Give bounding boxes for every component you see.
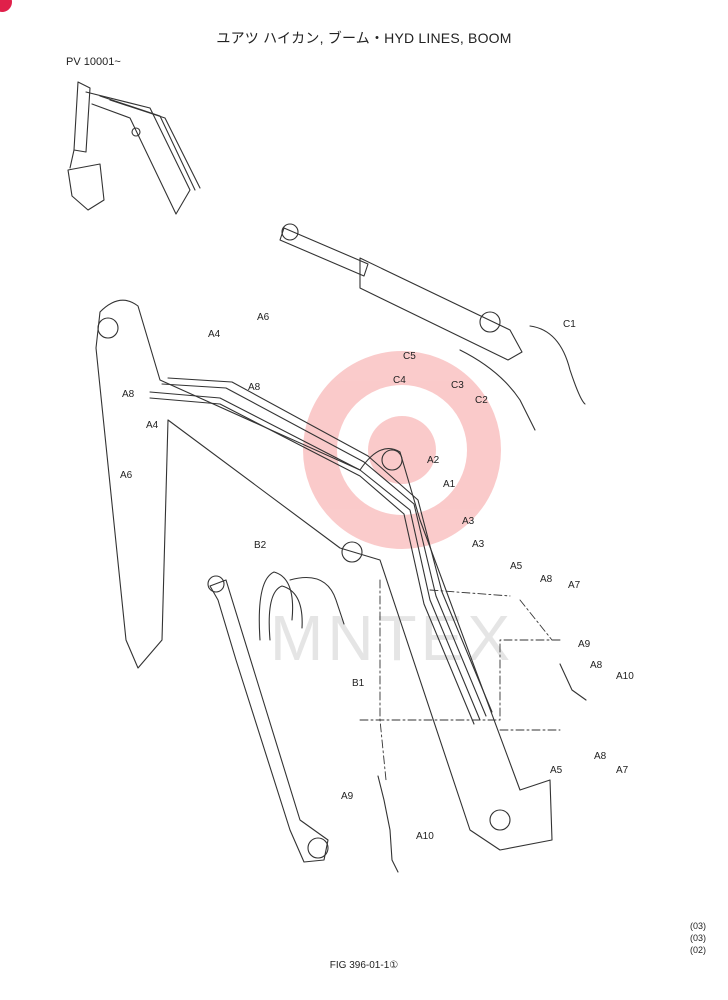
fitting-right: [559, 663, 587, 701]
boom-cylinder-upper: [279, 223, 523, 361]
overview-boom-sketch: [67, 81, 201, 215]
label-a8-3: A8: [540, 574, 553, 585]
label-a8-2: A8: [122, 389, 135, 400]
watermark-gear-icon: [303, 351, 501, 549]
part-labels: C1 C2 C3 C4 C5 A1 A2 A3 A3 A4 A4 A5 A5 A…: [120, 312, 634, 842]
revision-code: (03): [689, 921, 706, 931]
label-a4-lower: A4: [146, 420, 159, 431]
label-a10-lower: A10: [416, 831, 434, 842]
revision-code: (02): [689, 945, 706, 955]
label-a10-right: A10: [616, 671, 634, 682]
label-a3-lower: A3: [472, 539, 485, 550]
label-a6-lower: A6: [120, 470, 133, 481]
label-a5-upper: A5: [510, 561, 523, 572]
label-a8-4: A8: [590, 660, 603, 671]
serial-range: PV 10001~: [66, 56, 121, 68]
label-a8-1: A8: [248, 382, 261, 393]
label-c3: C3: [451, 380, 464, 391]
boom-hoses: [149, 377, 493, 725]
label-c2: C2: [475, 395, 488, 406]
label-a6-upper: A6: [257, 312, 270, 323]
label-a2: A2: [427, 455, 440, 466]
label-a7-lower: A7: [616, 765, 629, 776]
label-c4: C4: [393, 375, 406, 386]
fitting-lower: [377, 775, 399, 873]
label-a4-upper: A4: [208, 329, 221, 340]
leader-lines: [359, 579, 561, 781]
label-a7-upper: A7: [568, 580, 581, 591]
label-a5-lower: A5: [550, 765, 563, 776]
page-title: ユアツ ハイカン, ブーム・HYD LINES, BOOM: [216, 30, 512, 46]
label-b2: B2: [254, 540, 267, 551]
hose-c1: [529, 325, 586, 405]
boom-arm: [95, 299, 553, 851]
watermark-text: MNTEX: [270, 602, 514, 674]
figure-number: FIG 396-01-1①: [329, 960, 399, 971]
label-a1: A1: [443, 479, 456, 490]
revision-codes: (03) (03) (02): [690, 920, 706, 956]
label-b1: B1: [352, 678, 365, 689]
label-a8-5: A8: [594, 751, 607, 762]
hose-c2: [459, 349, 536, 431]
arm-cylinder: [207, 575, 329, 863]
corner-badge: [0, 0, 12, 12]
label-c5: C5: [403, 351, 416, 362]
revision-code: (03): [689, 933, 706, 943]
label-a3-upper: A3: [462, 516, 475, 527]
label-a9-lower: A9: [341, 791, 354, 802]
label-c1: C1: [563, 319, 576, 330]
label-a9-right: A9: [578, 639, 591, 650]
hose-b2: [258, 571, 345, 641]
